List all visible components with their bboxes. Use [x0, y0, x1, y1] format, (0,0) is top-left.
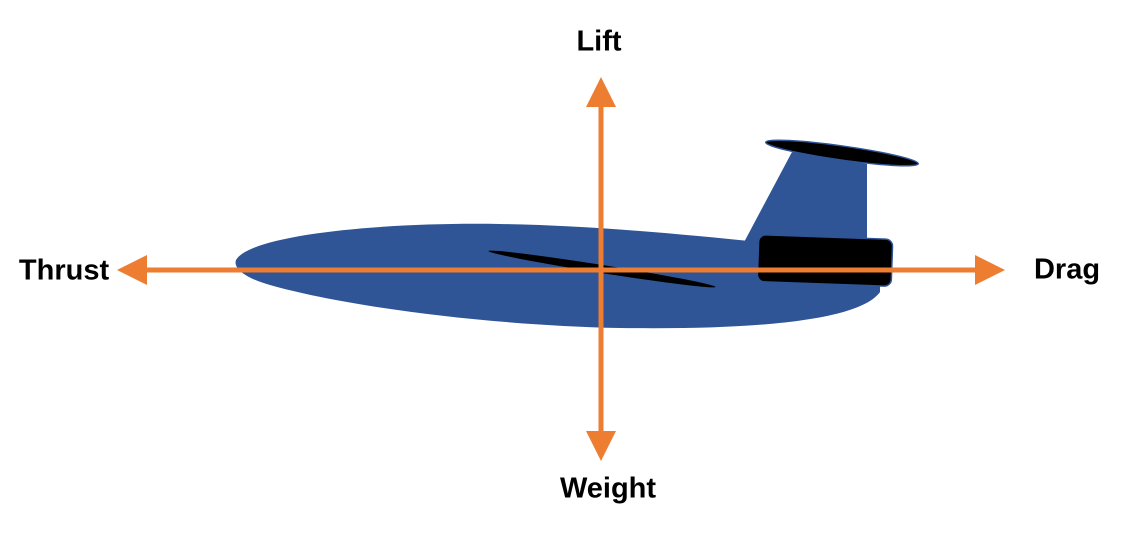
thrust-label: Thrust: [18, 254, 110, 287]
force-arrows: [117, 77, 1005, 461]
lift-label: Lift: [576, 25, 622, 58]
drag-label: Drag: [1033, 253, 1101, 286]
tail-fin: [742, 152, 867, 250]
horizontal-stabilizer: [764, 139, 920, 167]
engine: [756, 234, 894, 287]
airplane: [235, 139, 920, 329]
fuselage: [235, 223, 880, 329]
weight-label: Weight: [559, 472, 657, 505]
